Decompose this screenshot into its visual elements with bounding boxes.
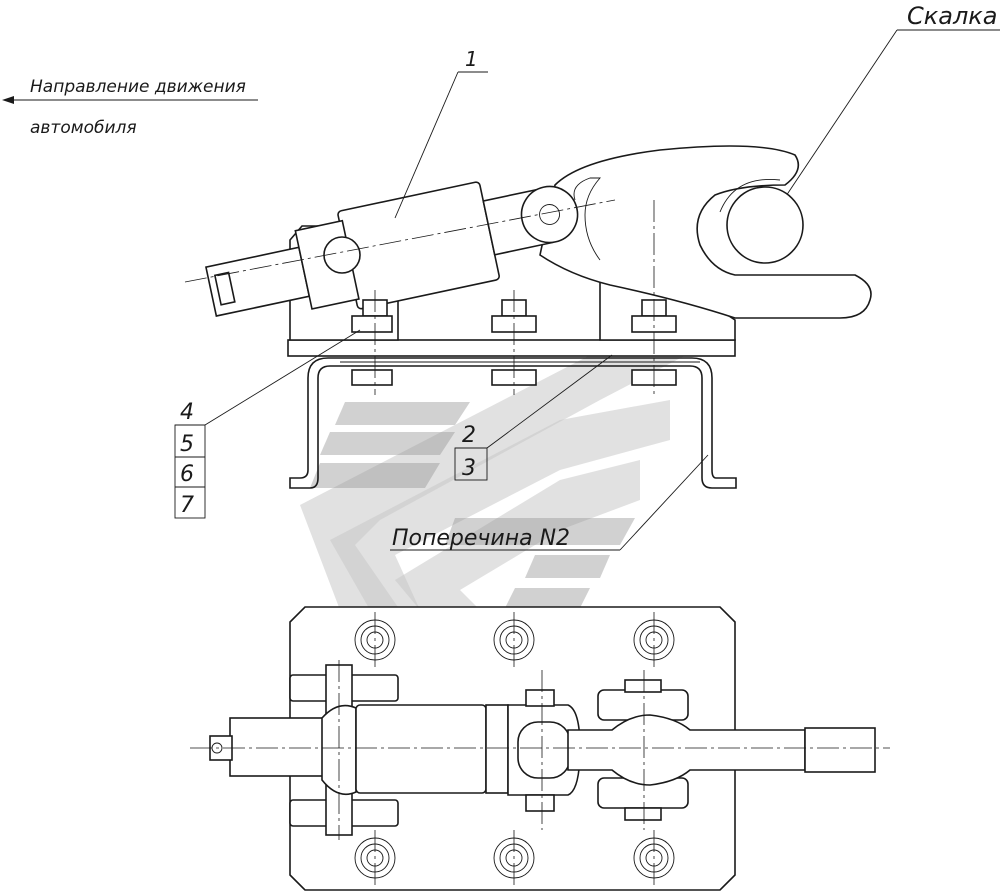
rolling-pin-callout: Скалка	[779, 2, 1000, 206]
railway-logo-watermark	[300, 290, 715, 610]
callout-5: 5	[180, 432, 194, 457]
rolling-pin-label: Скалка	[907, 2, 998, 30]
callout-2: 2	[462, 423, 476, 448]
callout-3: 3	[462, 456, 476, 481]
callout-6: 6	[180, 462, 194, 487]
direction-label-line1: Направление движения	[30, 77, 246, 97]
cylinder-body	[337, 181, 500, 310]
base-plate	[287, 339, 736, 357]
top-rod-end	[229, 717, 331, 777]
direction-annotation: Направление движения автомобиля	[2, 77, 258, 138]
position-callouts: 1 4 5 6 7 2 3 Поперечина N2	[174, 47, 709, 551]
callout-1: 1	[465, 47, 478, 71]
top-cylinder-body	[355, 704, 487, 794]
top-rolling-pin	[804, 727, 876, 773]
rolling-pin	[726, 186, 804, 264]
direction-label-line2: автомобиля	[30, 118, 137, 138]
side-view	[184, 145, 872, 489]
callout-7: 7	[180, 493, 194, 518]
top-view	[190, 606, 890, 891]
callout-4: 4	[180, 400, 194, 425]
bolts-side	[351, 200, 677, 395]
lever	[539, 145, 872, 319]
crossbar-label: Поперечина N2	[392, 526, 570, 551]
left-pin	[323, 236, 361, 274]
crossbar-bracket	[289, 357, 737, 489]
arrow-left-icon	[2, 96, 14, 104]
top-nuts	[354, 612, 675, 886]
